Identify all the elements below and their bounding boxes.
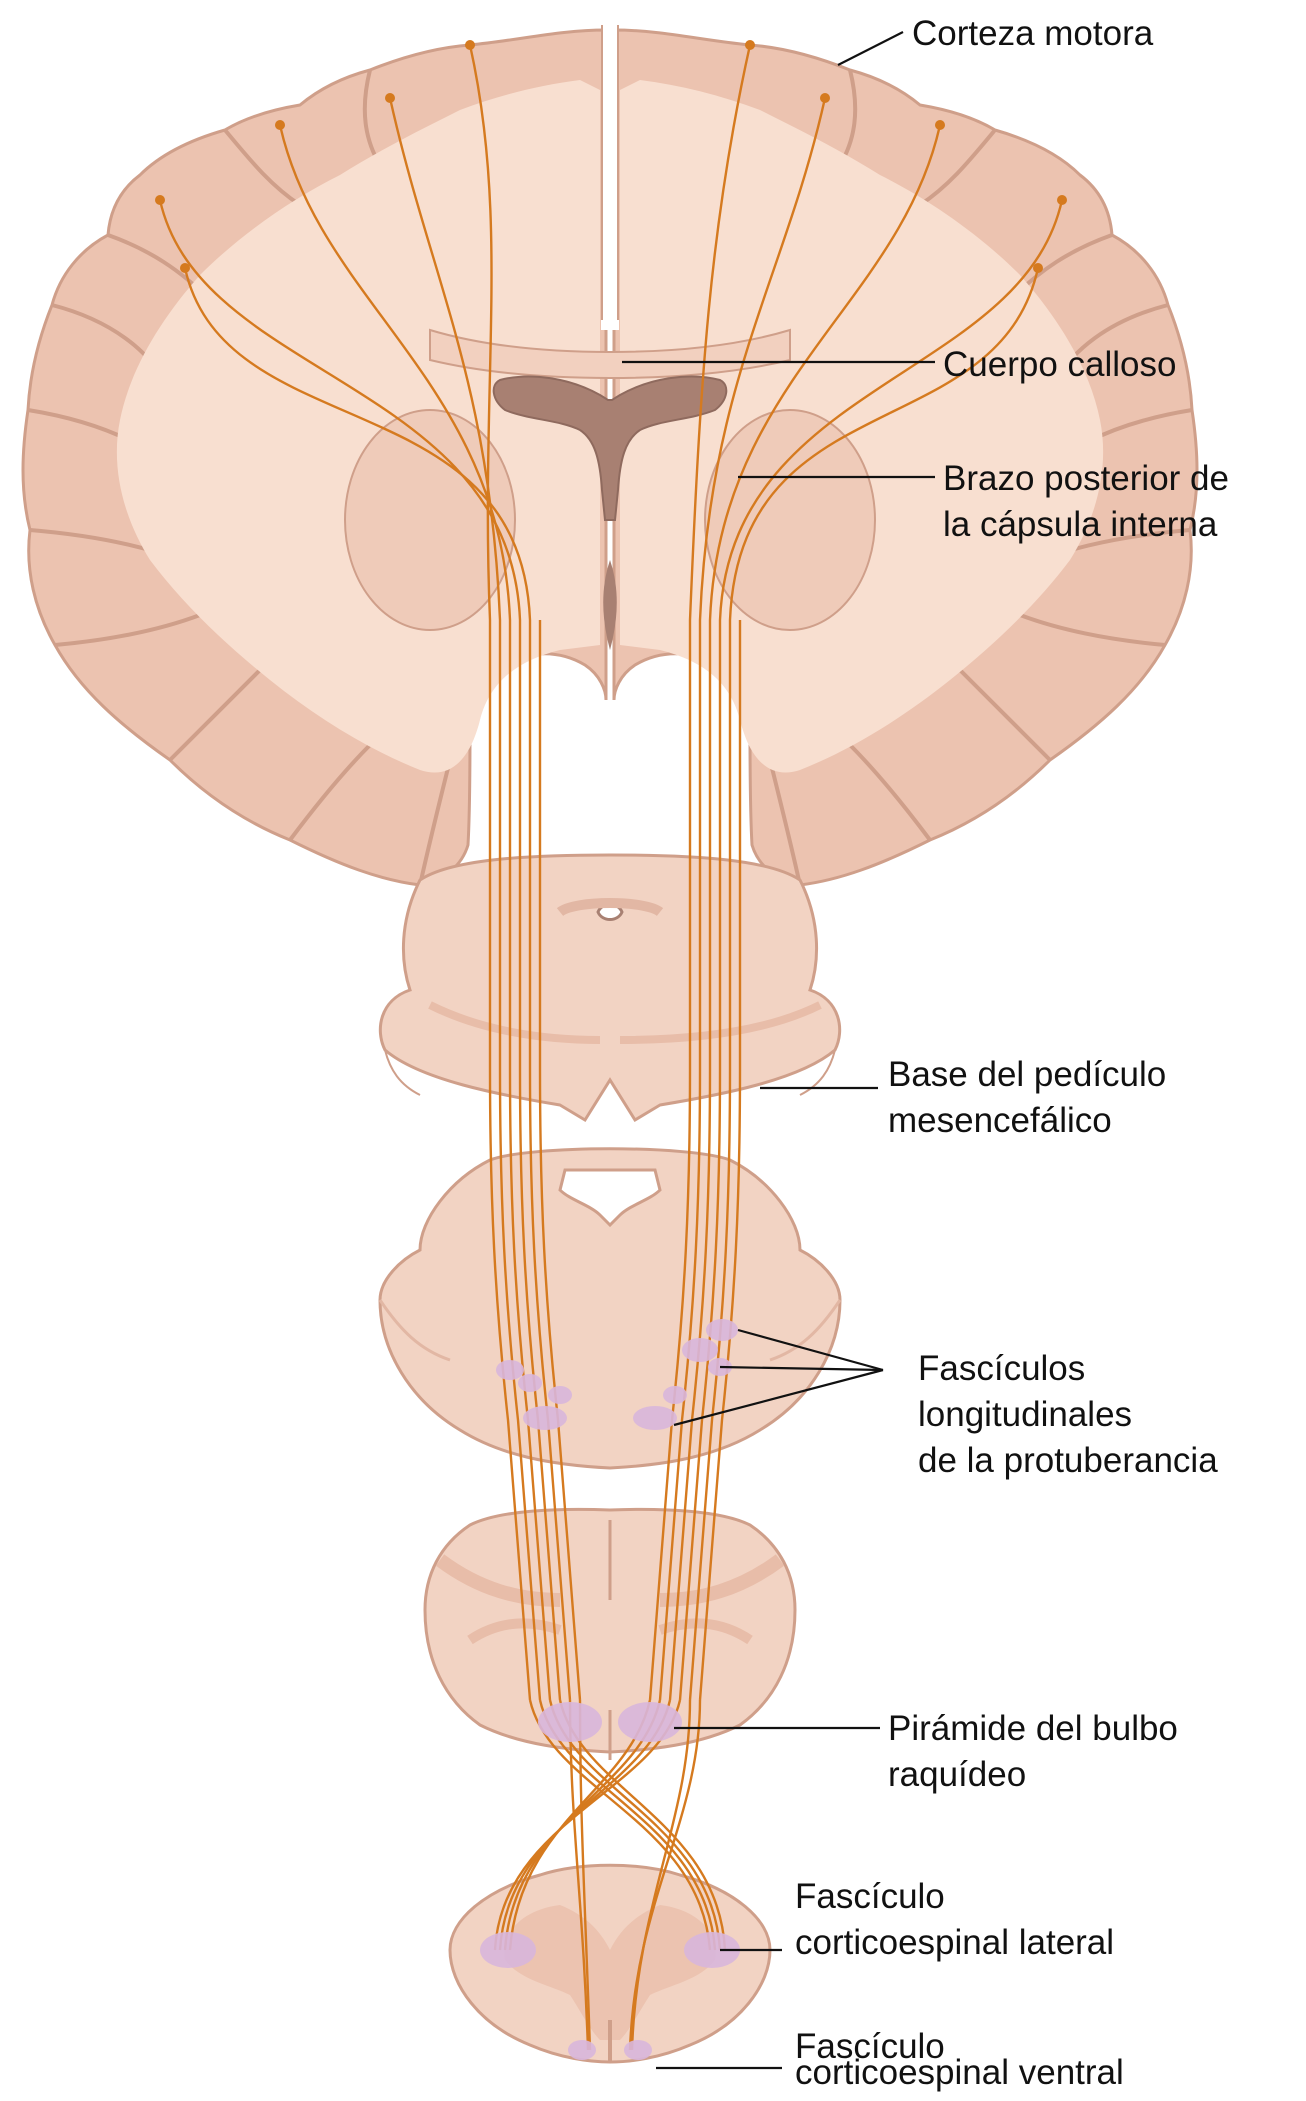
pons-fascicle [518, 1374, 542, 1392]
lateral-corticospinal-left [480, 1932, 536, 1968]
neuron-cell-body-right [1033, 263, 1043, 273]
pons-fascicle [496, 1360, 524, 1380]
right-basal-ganglia [705, 410, 875, 630]
label-fasciculo-ventral: Fascículo corticoespinal ventral [795, 2027, 1124, 2092]
label-fasciculo-lateral: Fascículo corticoespinal lateral [795, 1877, 1114, 1962]
medulla-section [425, 1509, 795, 1760]
pons-fascicle [548, 1386, 572, 1404]
medullary-pyramid-right [618, 1702, 682, 1742]
midbrain-body [380, 855, 839, 1120]
brain-coronal-section [23, 20, 1197, 885]
neuron-cell-body-left [155, 195, 165, 205]
pons-fascicle [523, 1406, 567, 1430]
neuron-cell-body-left [465, 40, 475, 50]
neuron-cell-body-right [1057, 195, 1067, 205]
label-fasciculos-longitudinales: Fascículos longitudinales de la protuber… [918, 1349, 1218, 1480]
neuron-cell-body-right [820, 93, 830, 103]
pons-fascicle [682, 1338, 718, 1362]
neuron-cell-body-left [275, 120, 285, 130]
label-corteza-motora: Corteza motora [912, 14, 1154, 53]
medullary-pyramid-left [538, 1702, 602, 1742]
neuron-cell-body-right [745, 40, 755, 50]
leader-corteza [838, 32, 903, 65]
neuron-cell-body-right [935, 120, 945, 130]
pons-fascicle [663, 1386, 687, 1404]
neuron-cell-body-left [385, 93, 395, 103]
label-cuerpo-calloso: Cuerpo calloso [943, 345, 1176, 384]
ventral-corticospinal-left [568, 2040, 596, 2060]
label-piramide-bulbo: Pirámide del bulbo raquídeo [888, 1709, 1188, 1794]
neuron-cell-body-left [180, 263, 190, 273]
label-base-pediculo: Base del pedículo mesencefálico [888, 1055, 1176, 1140]
midbrain-section [380, 855, 839, 1120]
pons-fascicle [706, 1319, 738, 1341]
ventral-corticospinal-right [624, 2040, 652, 2060]
pons-section [380, 1149, 840, 1468]
pons-fascicle [633, 1406, 677, 1430]
